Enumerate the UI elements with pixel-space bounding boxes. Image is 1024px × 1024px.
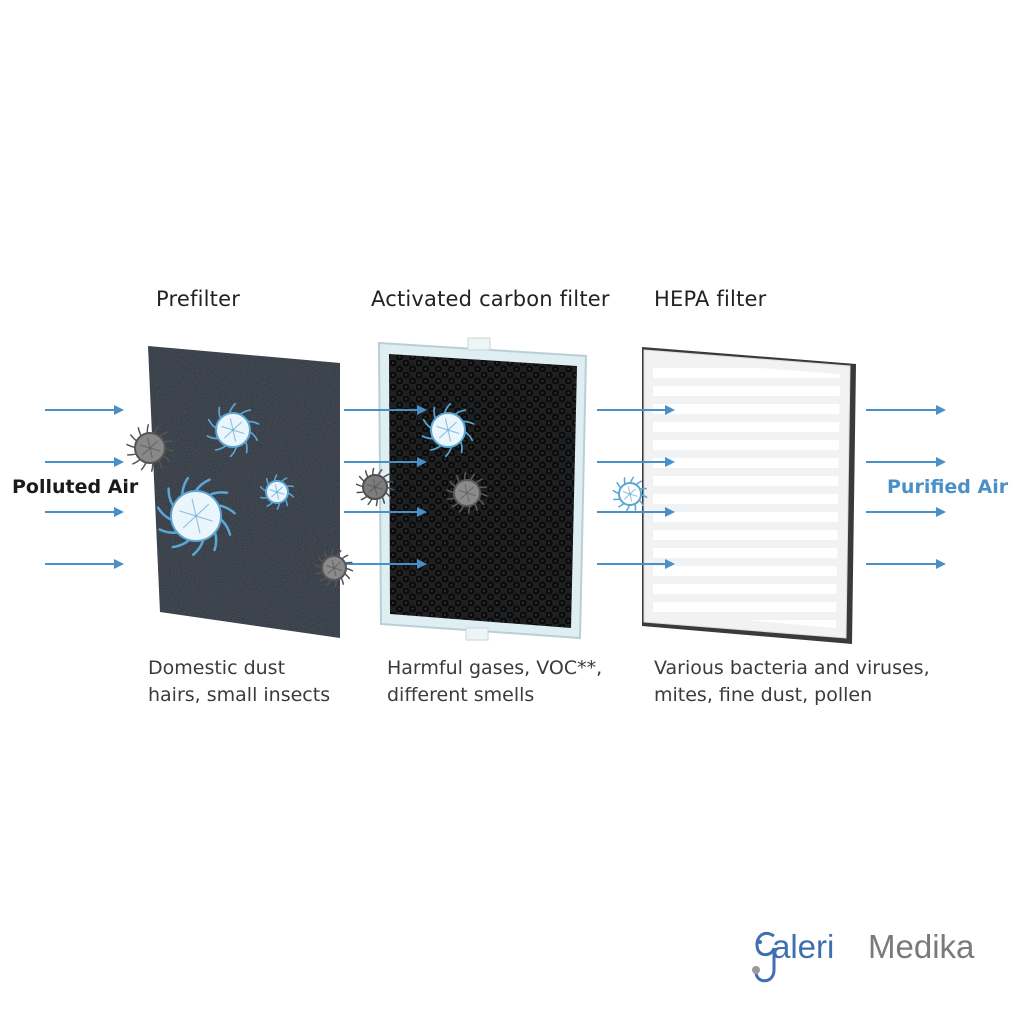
prefilter-desc-line1: Domestic dust [148, 657, 286, 679]
dust-particle [314, 548, 354, 588]
airflow-arrows [45, 405, 946, 569]
logo-text-aleri: aleri [772, 928, 835, 965]
dust-particle [446, 472, 488, 514]
carbon-desc-line1: Harmful gases, VOC**, [387, 657, 603, 679]
prefilter-title: Prefilter [156, 287, 241, 311]
prefilter-description: Domestic dust hairs, small insects [148, 655, 330, 709]
stethoscope-g-icon [752, 931, 776, 983]
carbon-desc-line2: different smells [387, 684, 535, 706]
particles [126, 402, 648, 588]
prefilter-panel [148, 346, 340, 638]
bacteria-particle [206, 402, 260, 458]
prefilter-desc-line2: hairs, small insects [148, 684, 331, 706]
hepa-desc-line1: Various bacteria and viruses, [654, 657, 930, 679]
hepa-desc-line2: mites, fine dust, pollen [654, 684, 873, 706]
dust-particle [126, 424, 174, 472]
purified-air-label: Purified Air [887, 476, 1009, 498]
bacteria-particle [156, 476, 236, 556]
logo-text-medika: Medika [868, 928, 975, 965]
hepa-filter-title: HEPA filter [654, 287, 767, 311]
galeri-medika-logo: aleri Medika [752, 926, 1002, 983]
carbon-filter-title: Activated carbon filter [371, 287, 610, 311]
bacteria-particle [421, 402, 475, 458]
hepa-filter-description: Various bacteria and viruses, mites, fin… [654, 655, 930, 709]
polluted-air-label: Polluted Air [12, 476, 139, 498]
hepa-filter-panel [642, 347, 856, 644]
virus-particle [612, 476, 648, 512]
carbon-filter-panel [377, 337, 588, 641]
bacteria-particle [259, 474, 295, 510]
carbon-filter-description: Harmful gases, VOC**, different smells [387, 655, 602, 709]
dust-particle [355, 467, 395, 507]
